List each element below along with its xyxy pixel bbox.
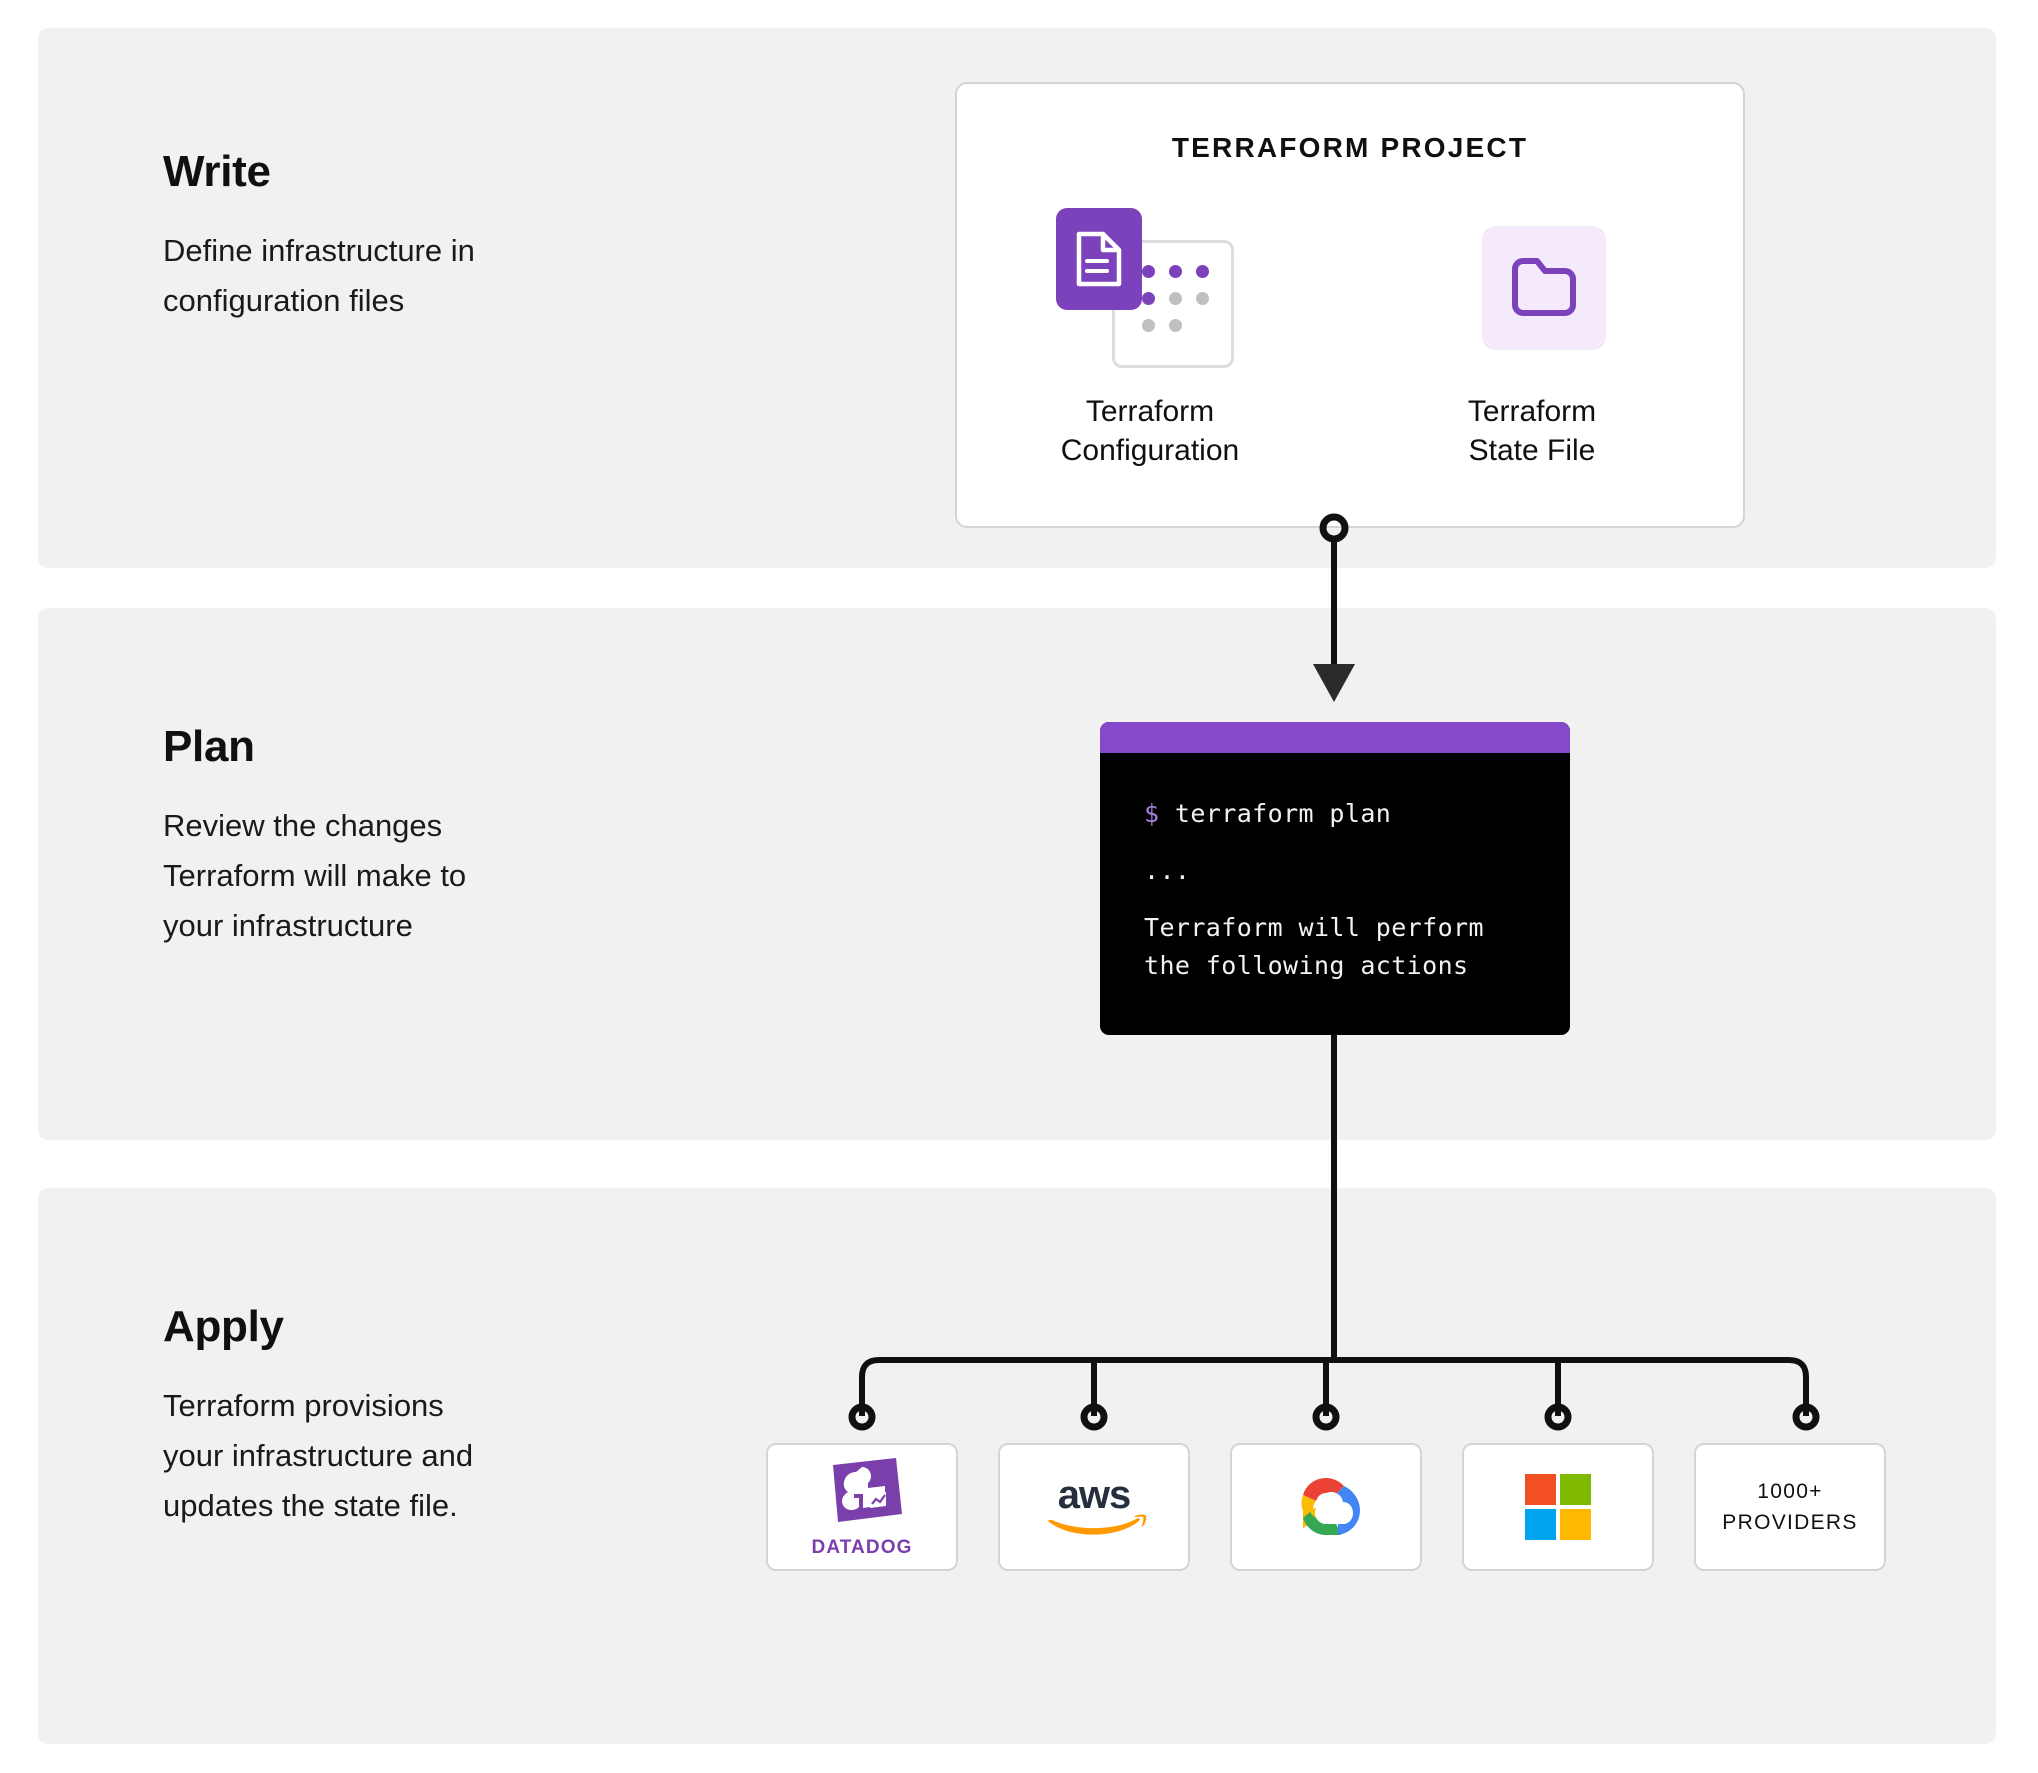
provider-card-more-providers[interactable]: 1000+ PROVIDERS (1694, 1443, 1886, 1571)
terraform-state-file-label: Terraform State File (1467, 395, 1597, 467)
document-glyph (1076, 231, 1122, 287)
step-write: Write Define infrastructure in configura… (163, 150, 723, 326)
provider-card-aws[interactable]: aws (998, 1443, 1190, 1571)
dot-grid-icon (1142, 265, 1209, 332)
datadog-wordmark: DATADOG (811, 1536, 913, 1558)
step-plan-title: Plan (163, 722, 255, 771)
step-write-description: Define infrastructure in configuration f… (163, 233, 475, 319)
terminal-output-line-2: the following actions (1144, 951, 1469, 981)
section-panel-plan (38, 608, 1996, 1140)
asset-terraform-state-file: Terraform State File (1387, 202, 1677, 470)
aws-icon: aws (1048, 1473, 1147, 1535)
terminal-ellipsis: ... (1144, 855, 1191, 885)
step-plan: Plan Review the changes Terraform will m… (163, 725, 723, 952)
provider-card-google-cloud[interactable] (1230, 1443, 1422, 1571)
folder-icon (1512, 258, 1576, 316)
terminal-spacer (1144, 834, 1570, 852)
more-providers-label: 1000+ PROVIDERS (1722, 1479, 1858, 1535)
datadog-logo: DATADOG (812, 1456, 913, 1559)
step-write-title: Write (163, 147, 271, 196)
terraform-project-card: TERRAFORM PROJECT (955, 82, 1745, 528)
step-apply-title: Apply (163, 1302, 284, 1351)
terminal-command: terraform plan (1159, 799, 1392, 828)
provider-card-datadog[interactable]: DATADOG (766, 1443, 958, 1571)
datadog-icon (833, 1457, 902, 1522)
terraform-configuration-label: Terraform Configuration (1060, 395, 1240, 467)
terminal-spacer-2 (1144, 891, 1570, 909)
terraform-plan-terminal: $ terraform plan ... Terraform will perf… (1100, 722, 1570, 1035)
terminal-output-line-1: Terraform will perform (1144, 912, 1484, 942)
terminal-title-bar (1100, 722, 1570, 753)
terminal-prompt-sigil: $ (1144, 799, 1160, 828)
google-cloud-icon (1301, 1478, 1360, 1535)
state-file-tile (1482, 226, 1606, 350)
provider-card-microsoft[interactable] (1462, 1443, 1654, 1571)
svg-text:aws: aws (1058, 1473, 1131, 1517)
terminal-output: $ terraform plan ... Terraform will perf… (1100, 753, 1570, 986)
microsoft-icon (1525, 1474, 1591, 1540)
step-plan-description: Review the changes Terraform will make t… (163, 808, 467, 944)
step-apply: Apply Terraform provisions your infrastr… (163, 1305, 723, 1532)
asset-terraform-configuration: Terraform Configuration (1005, 202, 1295, 470)
terraform-state-file-icon (1432, 202, 1632, 370)
terraform-project-title: TERRAFORM PROJECT (1171, 132, 1529, 163)
document-file-icon (1056, 208, 1142, 310)
step-apply-description: Terraform provisions your infrastructure… (163, 1388, 474, 1524)
terraform-configuration-icon (1050, 202, 1250, 370)
